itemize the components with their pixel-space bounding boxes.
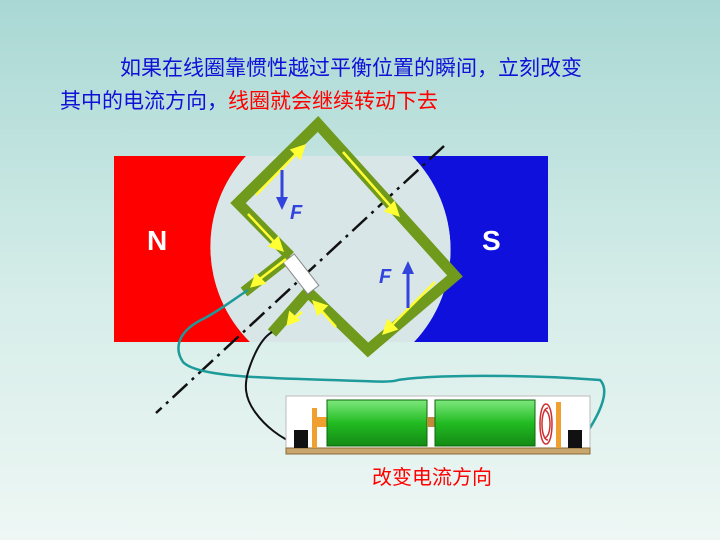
paragraph-line2-red: 线圈就会继续转动下去	[228, 89, 438, 113]
paragraph-line2-blue: 其中的电流方向，	[60, 89, 228, 113]
battery-holder	[285, 395, 591, 455]
force-label-bottom: F	[379, 266, 392, 288]
south-pole-magnet	[412, 156, 548, 342]
wire-black	[244, 331, 299, 446]
spring-contact	[539, 403, 553, 445]
battery-cell-2	[434, 399, 536, 447]
north-pole-magnet	[114, 156, 250, 342]
south-pole-label: S	[482, 225, 501, 256]
force-arrow-top	[276, 170, 288, 210]
wire-teal	[177, 288, 606, 441]
rotation-axis	[155, 145, 445, 414]
paragraph-line1: 如果在线圈靠惯性越过平衡位置的瞬间，立刻改变	[120, 56, 582, 80]
force-label-top: F	[290, 202, 303, 224]
current-arrows	[247, 144, 436, 335]
instruction-paragraph: 如果在线圈靠惯性越过平衡位置的瞬间，立刻改变其中的电流方向，线圈就会继续转动下去	[60, 52, 680, 118]
battery-cell-1	[326, 399, 428, 447]
force-arrow-bottom	[402, 261, 414, 308]
north-pole-label: N	[147, 225, 167, 256]
caption-change-current: 改变电流方向	[372, 465, 492, 489]
commutator	[282, 253, 320, 295]
